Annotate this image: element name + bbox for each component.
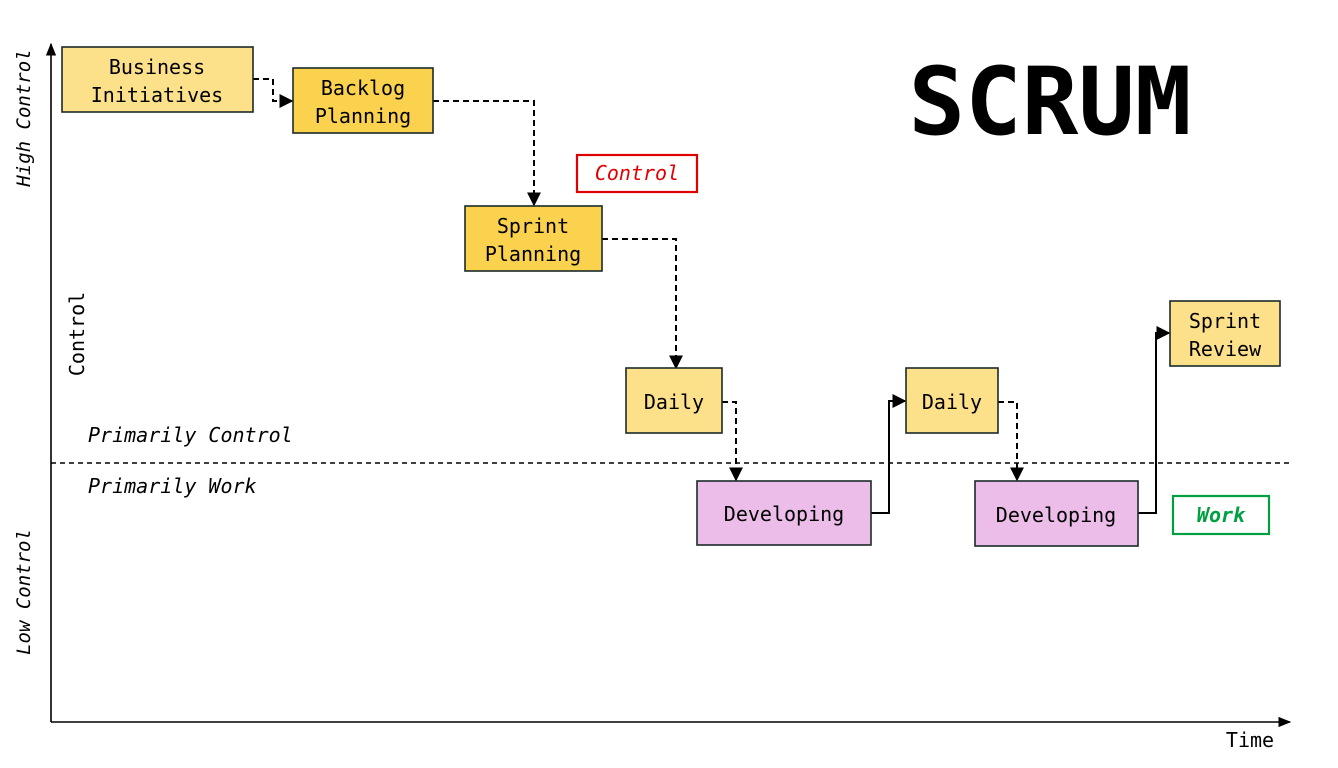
edge-daily-2-to-developing-2: [998, 401, 1024, 482]
node-label-line: Backlog: [321, 76, 405, 100]
x-axis-label: Time: [1226, 728, 1274, 752]
edge-daily-1-to-developing-1: [722, 401, 743, 482]
node-label-line: Daily: [922, 390, 982, 414]
node-label-line: Sprint: [497, 214, 569, 238]
node-daily-1[interactable]: Daily: [625, 367, 723, 434]
node-label-line: Business: [109, 55, 205, 79]
edge-backlog-to-sprint-planning: [433, 100, 541, 207]
node-sprint-planning[interactable]: Sprint Planning: [464, 205, 603, 272]
edge-developing-2-to-sprint-review: [1138, 326, 1171, 514]
y-axis-label: Control: [65, 292, 89, 376]
control-tag: Control: [575, 153, 699, 194]
node-label-line: Planning: [315, 104, 411, 128]
primarily-control-label: Primarily Control: [88, 423, 293, 447]
node-label-line: Developing: [724, 502, 844, 526]
edge-sprint-planning-to-daily-1: [602, 238, 683, 370]
work-tag-label: Work: [1197, 503, 1246, 527]
node-developing-2[interactable]: Developing: [974, 480, 1139, 547]
node-developing-1[interactable]: Developing: [696, 480, 872, 546]
node-sprint-review[interactable]: Sprint Review: [1169, 300, 1281, 367]
control-tag-label: Control: [595, 161, 679, 185]
node-label-line: Daily: [644, 390, 704, 414]
y-low-label: Low Control: [13, 529, 35, 655]
node-backlog-planning[interactable]: Backlog Planning: [292, 67, 434, 134]
node-business-initiatives[interactable]: Business Initiatives: [61, 46, 254, 113]
node-label-line: Planning: [485, 242, 581, 266]
node-label-line: Review: [1189, 337, 1262, 361]
work-tag: Work: [1171, 494, 1271, 536]
node-label-line: Developing: [996, 503, 1116, 527]
node-daily-2[interactable]: Daily: [905, 367, 999, 434]
node-label-line: Sprint: [1189, 309, 1261, 333]
edge-business-to-backlog: [253, 78, 294, 108]
edge-developing-1-to-daily-2: [871, 394, 907, 514]
node-label-line: Initiatives: [91, 83, 223, 107]
y-high-label: High Control: [13, 49, 35, 187]
edges: [253, 78, 1171, 514]
primarily-work-label: Primarily Work: [88, 474, 257, 498]
diagram-title: SCRUM: [909, 48, 1192, 157]
